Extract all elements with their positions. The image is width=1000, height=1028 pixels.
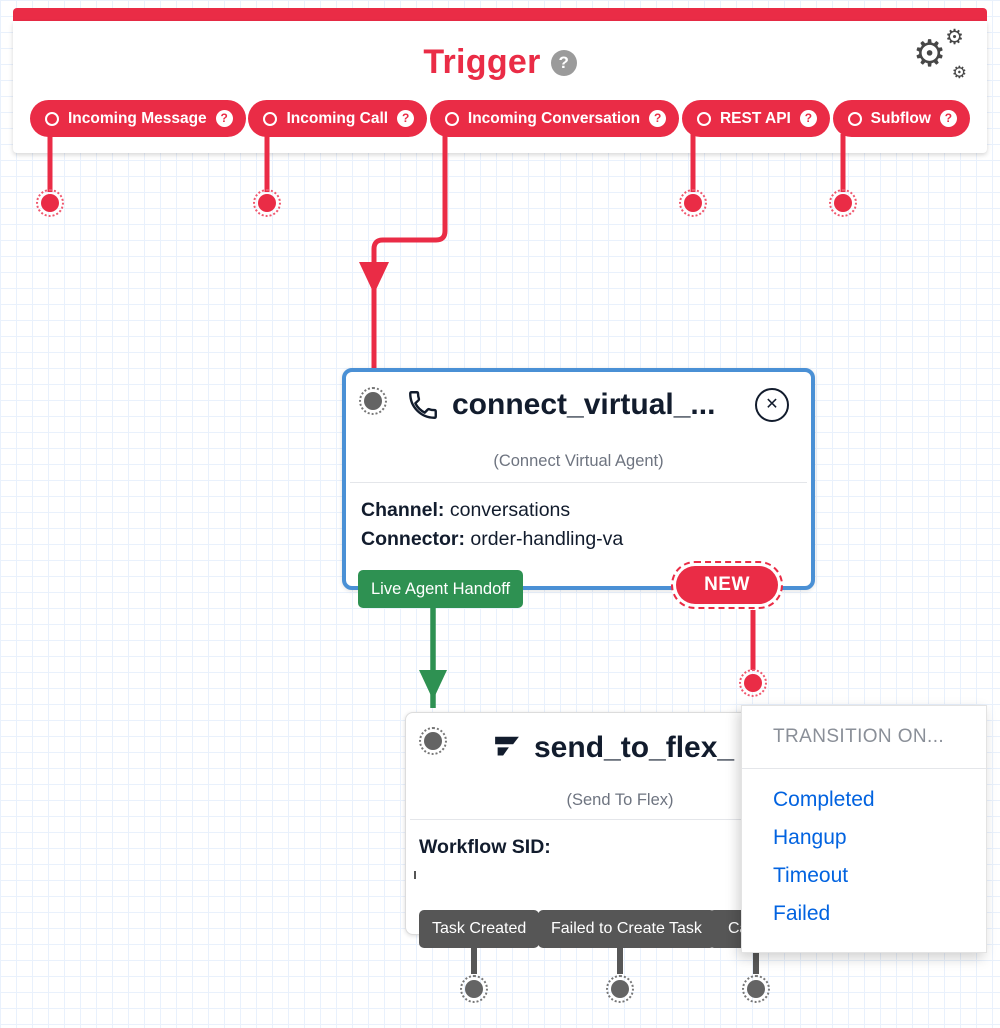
trigger-help-icon[interactable]: ? [550,49,577,76]
trigger-pill-subflow[interactable]: Subflow ? [832,100,970,137]
widget-body: Channel: conversations Connector: order-… [361,496,623,554]
pill-label: Incoming Call [286,109,389,127]
transition-pill-new-selected[interactable]: NEW [671,561,783,609]
connector-port-incoming-message[interactable] [36,189,64,217]
port-circle-icon [263,111,278,126]
transition-menu-header: TRANSITION ON... [773,726,945,747]
pill-label: Incoming Conversation [467,109,641,127]
gear-icon: ⚙ [951,63,967,82]
connector-port-incoming-call[interactable] [253,189,281,217]
trigger-title: Trigger [423,43,541,81]
connector-port-failed-to-create-task[interactable] [606,975,634,1003]
connector-port-call-transition[interactable] [742,975,770,1003]
transition-menu-options: Completed Hangup Timeout Failed [773,788,875,926]
widget-header: send_to_flex_ [492,731,734,765]
port-circle-icon [696,111,711,126]
gear-icon: ⚙ [945,26,964,49]
widget-subtitle: (Connect Virtual Agent) [493,452,664,470]
widget-connect-virtual-agent[interactable]: connect_virtual_... ✕ (Connect Virtual A… [342,368,815,609]
menu-option-completed[interactable]: Completed [773,788,875,811]
connector-port-subflow[interactable] [829,189,857,217]
widget-input-port[interactable] [419,727,447,755]
pill-label: Incoming Message [68,109,207,127]
pill-label: REST API [719,109,791,127]
flex-icon [495,736,519,756]
trigger-pill-rest-api[interactable]: REST API ? [681,100,830,137]
help-icon[interactable]: ? [939,110,957,127]
transition-button-live-agent-handoff[interactable]: Live Agent Handoff [358,570,524,608]
transition-pill-new-label: NEW [676,566,778,604]
field-workflow-sid: Workflow SID: [419,833,551,862]
field-value: order-handling-va [470,528,624,550]
widget-title: send_to_flex_ [534,731,735,764]
trigger-pill-incoming-call[interactable]: Incoming Call ? [248,100,428,137]
port-circle-icon [847,111,862,126]
connector-port-task-created[interactable] [460,975,488,1003]
gear-icon: ⚙ [913,33,947,74]
transition-button-failed-to-create-task[interactable]: Failed to Create Task [538,910,715,948]
widget-body: Workflow SID: [419,833,551,862]
menu-option-timeout[interactable]: Timeout [773,864,849,887]
field-label: Channel: [361,499,445,521]
trigger-widget[interactable]: Trigger? ⚙ ⚙ ⚙ Incoming Message ? Incomi… [13,21,987,153]
help-icon[interactable]: ? [397,110,415,127]
trigger-title-row: Trigger? [13,43,987,82]
widget-header: connect_virtual_... [406,388,715,422]
trigger-settings-button[interactable]: ⚙ ⚙ ⚙ [913,27,967,83]
help-icon[interactable]: ? [215,110,233,127]
pill-label: Subflow [870,109,931,127]
trigger-pill-incoming-message[interactable]: Incoming Message ? [30,100,246,137]
menu-option-hangup[interactable]: Hangup [773,826,847,849]
connector-port-new-transition[interactable] [739,669,767,697]
divider [350,482,807,483]
sid-value-fragment [414,871,416,879]
close-icon[interactable]: ✕ [755,388,789,422]
field-value: conversations [449,499,571,521]
help-icon[interactable]: ? [649,110,667,127]
trigger-pill-incoming-conversation[interactable]: Incoming Conversation ? [429,100,680,137]
menu-option-failed[interactable]: Failed [773,902,831,925]
divider [410,819,830,820]
field-channel: Channel: conversations [361,496,623,525]
connector-port-rest-api[interactable] [679,189,707,217]
field-connector: Connector: order-handling-va [361,525,623,554]
help-icon[interactable]: ? [799,110,817,127]
divider [742,768,986,769]
widget-input-port[interactable] [359,387,387,415]
trigger-pill-row: Incoming Message ? Incoming Call ? Incom… [30,100,970,137]
port-circle-icon [45,111,59,126]
widget-title: connect_virtual_... [452,388,716,421]
widget-subtitle: (Send To Flex) [566,791,674,809]
field-label: Workflow SID: [419,836,551,858]
trigger-top-bar [13,8,987,21]
port-circle-icon [444,111,459,126]
transition-on-menu: TRANSITION ON... Completed Hangup Timeou… [741,705,987,953]
phone-icon [409,391,437,419]
field-label: Connector: [361,528,465,550]
transition-button-task-created[interactable]: Task Created [419,910,540,948]
